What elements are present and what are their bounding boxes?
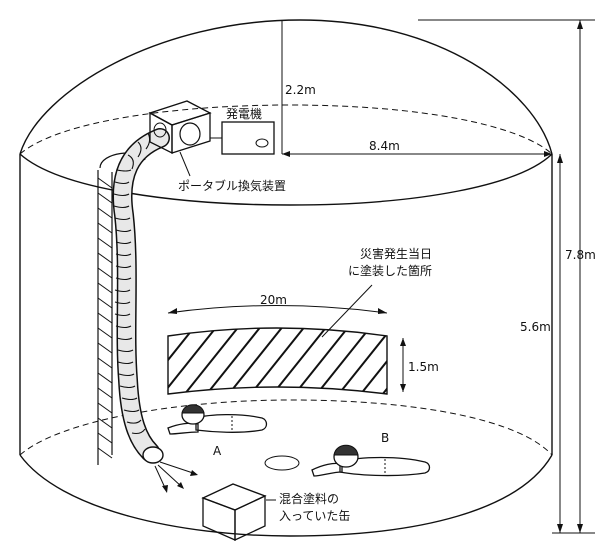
worker-a-label: A (213, 444, 222, 458)
painted-area-hatching (168, 328, 387, 394)
worker-b-helmet (333, 444, 359, 456)
worker-b-figure (311, 444, 431, 477)
painted-width-line (167, 305, 388, 314)
floor-rim-front (19, 454, 553, 537)
total-height-arrow-bottom (577, 524, 583, 533)
radius-label: 8.4m (369, 139, 400, 153)
dome-outline (19, 19, 553, 155)
generator (210, 121, 275, 155)
painted-width-arrow-left (168, 308, 177, 314)
radius-arrow-left (282, 151, 290, 157)
paint-can-side (234, 494, 266, 542)
paint-can-top (201, 483, 267, 511)
worker-a-figure (167, 404, 268, 435)
dimension-lines (281, 19, 595, 534)
ventilator-top (148, 100, 212, 126)
ventilator-side (171, 112, 211, 154)
painted-width-label: 20m (260, 293, 287, 307)
airflow-arrows (154, 461, 198, 493)
ventilator-fan-icon (179, 122, 201, 146)
painted-area-label-line2: に塗装した箇所 (348, 263, 432, 278)
hose-corrugations (113, 132, 151, 435)
painted-area (167, 284, 406, 395)
ventilator-leader (179, 151, 191, 177)
dome-height-label: 2.2m (285, 83, 316, 97)
worker-a-arm (167, 422, 199, 435)
worker-a-body (195, 413, 268, 433)
painted-area-label-line1: 災害発生当日 (360, 246, 432, 261)
worker-a-helmet (181, 404, 205, 414)
ladder-rungs (97, 177, 113, 459)
generator-box (221, 121, 275, 155)
ventilator-label: ポータブル換気装置 (178, 178, 286, 193)
ventilation-hose (112, 128, 198, 493)
painted-height-arrow-bottom (400, 384, 406, 392)
wall-height-arrow-top (557, 154, 563, 163)
painted-area-outline (167, 327, 388, 395)
paint-can-label-line2: 入っていた缶 (279, 509, 350, 523)
text-labels: 発電機 ポータブル換気装置 災害発生当日 に塗装した箇所 混合塗料の 入っていた… (178, 83, 596, 523)
worker-b-body (339, 456, 431, 477)
total-height-arrow-top (577, 20, 583, 29)
wall-height-label: 5.6m (520, 320, 551, 334)
painted-height-arrow-top (400, 338, 406, 346)
total-height-label: 7.8m (565, 248, 596, 262)
tank-structure (19, 19, 553, 537)
painted-height-label: 1.5m (408, 360, 439, 374)
paint-can-label-line1: 混合塗料の (279, 491, 339, 506)
roof-rim-back (19, 104, 553, 155)
wall-height-arrow-bottom (557, 524, 563, 533)
paint-can (201, 483, 276, 542)
generator-label: 発電機 (226, 106, 262, 121)
hose-fill (114, 129, 169, 461)
worker-b-label: B (381, 431, 389, 445)
generator-dial-icon (255, 138, 269, 148)
radius-arrow-right (544, 151, 552, 157)
hose-outlet (142, 446, 164, 464)
roof-rim-front (19, 153, 553, 206)
floor-rim-back (19, 399, 553, 456)
painted-area-leader (321, 284, 373, 338)
painted-width-arrow-right (378, 308, 387, 314)
worker-b-arm (311, 462, 343, 477)
floor-drain (264, 455, 300, 471)
portable-ventilator (148, 100, 212, 177)
